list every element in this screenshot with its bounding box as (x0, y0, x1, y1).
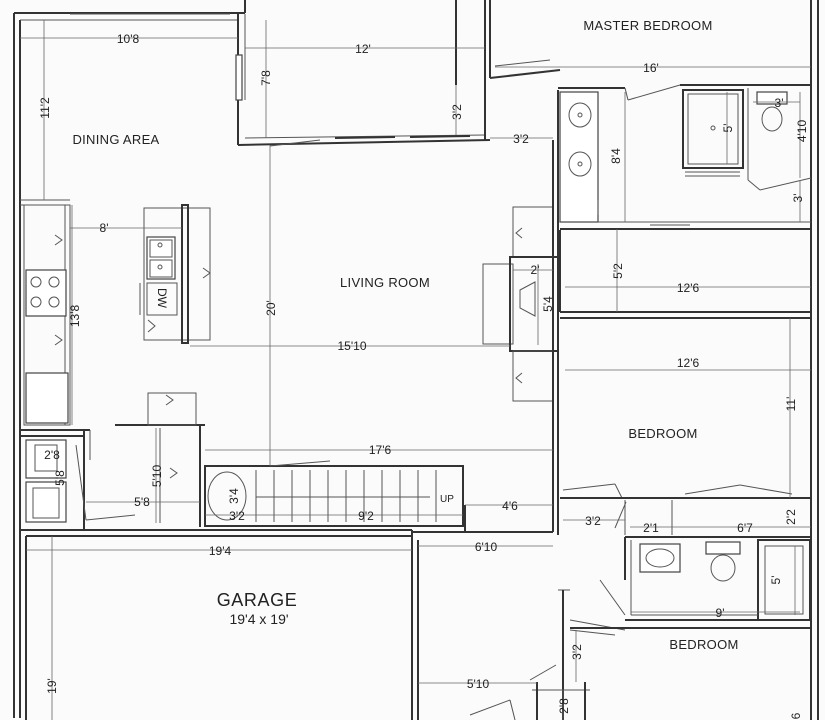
fireplace (482, 90, 559, 535)
dim-label: 4'6 (502, 499, 518, 513)
toilet (756, 91, 788, 105)
room-label-living-room: LIVING ROOM (340, 275, 430, 290)
refrigerator (25, 372, 69, 424)
dim-label: 10'8 (117, 32, 140, 46)
dim-label: 3' (775, 96, 784, 110)
dim-label: 6'10 (475, 540, 498, 554)
sink-icon (568, 102, 592, 128)
bathtub (757, 539, 811, 621)
dim-label: 17'6 (369, 443, 392, 457)
dim-label: 11'2 (38, 97, 52, 119)
hall-bath (624, 537, 811, 621)
room-label-garage: GARAGE (217, 590, 298, 610)
kitchen-island (143, 207, 211, 341)
dim-label: 8'4 (609, 148, 623, 164)
dim-label: 3'2 (513, 132, 529, 146)
shower (682, 89, 744, 169)
sink-icon (568, 151, 592, 177)
garage-walls (20, 529, 413, 720)
dim-label: 11' (784, 397, 798, 412)
dim-label: 2'8 (557, 698, 571, 714)
dim-label: 5'10 (467, 677, 490, 691)
dim-label: 19'4 (209, 544, 232, 558)
dim-label: 19' (45, 678, 59, 694)
dim-label: 13'8 (68, 305, 82, 328)
dim-label: 20' (264, 300, 278, 316)
dim-label: 3'2 (570, 644, 584, 660)
washer (25, 439, 67, 479)
dim-label: 6 (789, 712, 803, 719)
vanity-sinks (559, 91, 599, 223)
dim-label: 5'2 (611, 263, 625, 279)
dining-walls (20, 0, 491, 206)
dim-label: 9' (716, 606, 725, 620)
dim-label: 3'4 (227, 488, 241, 504)
dim-label: 5'8 (134, 495, 150, 509)
stove (25, 269, 67, 317)
dim-label: 5'10 (150, 465, 164, 488)
dim-label: 12' (355, 42, 371, 56)
garage-size: 19'4 x 19' (229, 611, 288, 627)
room-label-master-bedroom: MASTER BEDROOM (583, 18, 712, 33)
dim-label: 15'10 (338, 339, 367, 353)
dim-label: 5'8 (53, 470, 67, 486)
dim-label: 12'6 (677, 281, 700, 295)
dim-label: 5' (721, 124, 735, 133)
dim-label: 7'8 (259, 70, 273, 86)
dimension-labels: 10'8 12' 16' 11'2 7'8 3'2 3'2 8'4 5' 3' … (38, 32, 809, 719)
sink-icon (146, 236, 176, 280)
room-label-bedroom-1: BEDROOM (628, 426, 697, 441)
outer-walls (13, 0, 819, 720)
laundry (20, 392, 205, 530)
dim-label: 4'10 (795, 120, 809, 143)
water-heater (207, 471, 247, 521)
dim-label: 3'2 (450, 104, 464, 120)
stairs-up-label: UP (440, 494, 454, 505)
room-labels: MASTER BEDROOM DINING AREA LIVING ROOM B… (72, 18, 738, 652)
dim-label: 2' (531, 263, 540, 277)
dim-label: 5' (769, 576, 783, 585)
dim-label: 12'6 (677, 356, 700, 370)
dim-label: 3'2 (229, 509, 245, 523)
dishwasher (146, 282, 178, 316)
master-bath (489, 59, 812, 230)
dimension-lines (20, 20, 811, 720)
room-label-dining-area: DINING AREA (72, 132, 159, 147)
stairs (204, 460, 464, 527)
dim-label: 5'4 (541, 296, 555, 312)
dim-label: 2'1 (643, 521, 659, 535)
dim-label: 3' (791, 194, 805, 203)
bedroom-walls (559, 230, 811, 538)
dim-label: 2'8 (44, 448, 60, 462)
dim-label: 8' (100, 221, 109, 235)
dishwasher-label: DW (155, 288, 169, 309)
dim-label: 16' (643, 61, 659, 75)
kitchen (23, 204, 211, 426)
dim-label: 2'2 (784, 509, 798, 525)
dim-label: 3'2 (585, 514, 601, 528)
toilet (705, 541, 741, 555)
entry (412, 505, 811, 720)
room-label-bedroom-2: BEDROOM (669, 637, 738, 652)
dim-label: 6'7 (737, 521, 753, 535)
dim-label: 9'2 (358, 509, 374, 523)
